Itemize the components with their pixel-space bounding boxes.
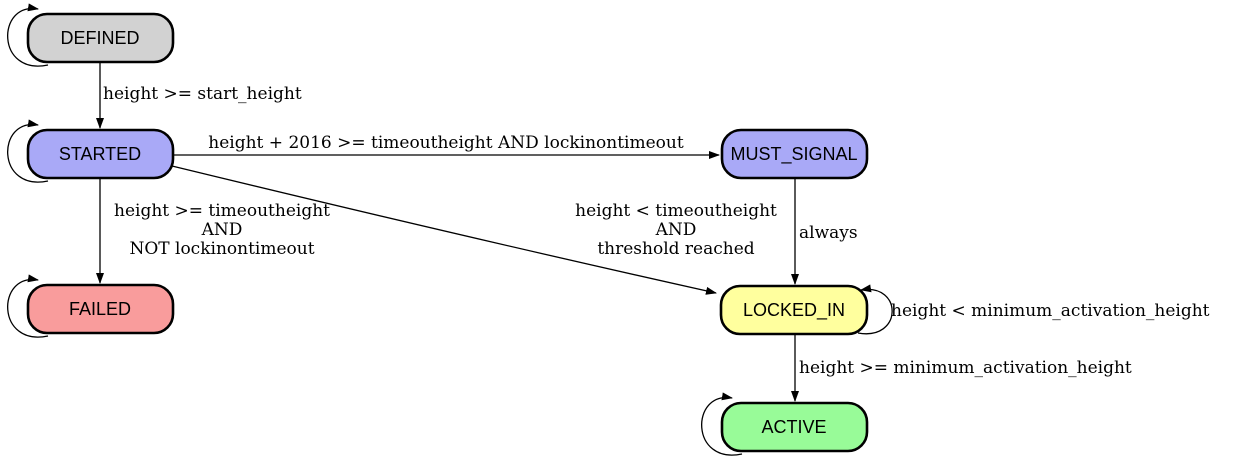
state-label-locked-in: LOCKED_IN <box>743 300 845 321</box>
edge-label-must-signal-to-locked-in: always <box>799 223 858 243</box>
state-label-defined: DEFINED <box>60 28 139 48</box>
edge-started-self-loop <box>7 119 49 183</box>
edge-locked-in-self-loop <box>857 284 893 335</box>
edge-label-locked-in-to-active: height >= minimum_activation_height <box>799 358 1132 378</box>
edge-failed-self-loop <box>7 274 49 338</box>
state-node-started: STARTED <box>26 128 175 180</box>
state-shape-failed <box>26 283 175 335</box>
edge-label-started-to-locked-in-line1: height < timeoutheight <box>575 201 777 221</box>
state-label-started: STARTED <box>59 144 141 164</box>
edge-started-to-locked-in <box>171 165 717 295</box>
state-shape-must-signal <box>720 128 869 180</box>
edge-label-locked-in-self-loop: height < minimum_activation_height <box>891 301 1210 321</box>
edge-label-started-to-failed: height >= timeoutheight AND NOT lockinon… <box>114 201 330 259</box>
edge-label-started-to-locked-in: height < timeoutheight AND threshold rea… <box>575 201 777 259</box>
edge-label-started-to-locked-in-line3: threshold reached <box>597 239 754 259</box>
state-label-failed: FAILED <box>69 299 131 319</box>
state-label-must-signal: MUST_SIGNAL <box>730 144 857 165</box>
state-shape-locked-in <box>719 284 869 336</box>
state-node-defined: DEFINED <box>26 12 175 64</box>
state-node-active: ACTIVE <box>720 401 869 453</box>
edge-active-self-loop <box>701 392 743 456</box>
state-node-locked-in: LOCKED_IN <box>719 284 869 336</box>
edge-label-started-to-failed-line2: AND <box>201 220 243 240</box>
edge-defined-self-loop <box>7 3 49 67</box>
edge-label-started-to-locked-in-line2: AND <box>655 220 697 240</box>
edge-label-started-to-must-signal: height + 2016 >= timeoutheight AND locki… <box>208 133 684 153</box>
state-shape-defined <box>26 12 175 64</box>
state-node-must-signal: MUST_SIGNAL <box>720 128 869 180</box>
edge-label-started-to-failed-line3: NOT lockinontimeout <box>129 239 314 259</box>
edge-label-defined-to-started: height >= start_height <box>103 84 302 104</box>
state-shape-started <box>26 128 175 180</box>
state-label-active: ACTIVE <box>761 417 826 437</box>
edge-label-started-to-failed-line1: height >= timeoutheight <box>114 201 330 221</box>
state-node-failed: FAILED <box>26 283 175 335</box>
state-shape-active <box>720 401 869 453</box>
